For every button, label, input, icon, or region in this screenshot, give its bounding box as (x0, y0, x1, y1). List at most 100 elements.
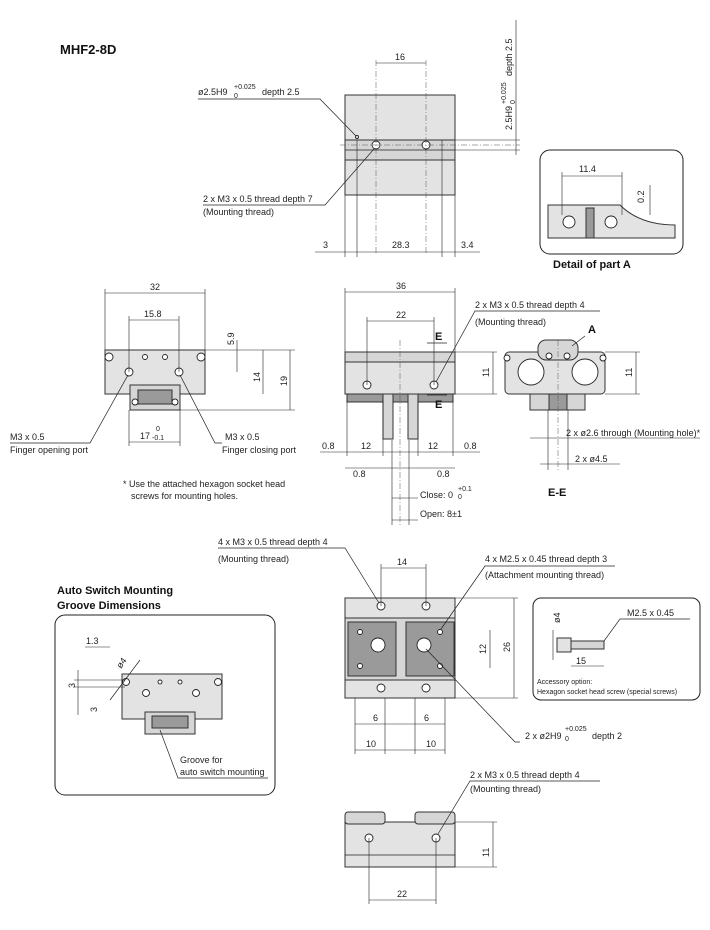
dim-plan-12: 12 (478, 644, 488, 654)
side-jaw-hole-right (171, 398, 179, 406)
front-finger-left (382, 393, 394, 440)
ee-small-right (563, 352, 571, 360)
bottom-body (344, 821, 456, 868)
groove-hole-3 (157, 679, 163, 685)
dim-top-3-4: 3.4 (461, 240, 474, 250)
callout-finger-open-2: Finger opening port (10, 445, 89, 455)
callout-plan-pin-tol-up: +0.025 (565, 726, 587, 733)
dim-plan-6a: 6 (373, 713, 378, 723)
screw-shank (570, 640, 605, 650)
leader-pin-hole (198, 98, 357, 137)
dim-side-17: 17 (140, 431, 150, 441)
callout-vertical-hole: 2.5H9 (504, 106, 514, 130)
dim-groove-d4: ø4 (114, 656, 128, 670)
bottom-view: 22 11 2 x M3 x 0.5 thread depth 4 (Mount… (344, 770, 600, 904)
side-view-slot (137, 389, 173, 405)
callout-plan-pin-depth: depth 2 (592, 731, 622, 741)
dim-acc-15: 15 (576, 656, 586, 666)
top-view: 16 3 28.3 3.4 ø2.5H9 +0.025 0 depth 2.5 … (198, 20, 520, 257)
callout-finger-close-2: Finger closing port (222, 445, 297, 455)
section-title-1: Auto Switch Mounting (57, 585, 173, 597)
section-ee: 11 A 2 x ø2.6 through (Mounting hole)* 2… (503, 324, 701, 499)
groove-hole-1 (142, 689, 150, 697)
dim-side-32: 32 (150, 282, 160, 292)
dim-detail-0-2: 0.2 (636, 190, 646, 203)
dim-front-11: 11 (481, 368, 491, 377)
dim-front-0-8c: 0.8 (353, 469, 366, 479)
dim-groove-1-3: 1.3 (86, 636, 99, 646)
dim-plan-26-wrap: 26 (502, 642, 512, 652)
callout-plan-thread-note: (Mounting thread) (218, 554, 289, 564)
dim-detail-11-4: 11.4 (579, 164, 596, 174)
callout-plan-pin: 2 x ø2H9 (525, 731, 562, 741)
callout-finger-close-1: M3 x 0.5 (225, 432, 260, 442)
dim-close-tol-up: +0.1 (458, 486, 472, 493)
callout-vertical-depth: 2.5H9 +0.025 0 depth 2.5 (501, 38, 517, 130)
callout-mount-thread: 2 x M3 x 0.5 thread depth 7 (203, 194, 313, 204)
dim-front-0-8d: 0.8 (437, 469, 450, 479)
callout-bottom-thread: 2 x M3 x 0.5 thread depth 4 (470, 770, 580, 780)
ee-cylinder-right (571, 358, 599, 386)
groove-section: Auto Switch Mounting Groove Dimensions 1… (54, 585, 276, 796)
dim-front-22: 22 (396, 310, 406, 320)
dim-front-12a: 12 (361, 441, 371, 451)
dim-groove-d4-wrap: ø4 (114, 656, 128, 670)
leader-plan-attach (440, 565, 615, 630)
section-mark-bottom: E (435, 399, 442, 411)
dim-groove-3b-wrap: 3 (89, 707, 99, 712)
callout-vertical-tol-up: +0.025 (501, 82, 508, 104)
dim-plan-14: 14 (397, 557, 407, 567)
side-small-hole-2 (162, 354, 168, 360)
callout-through-hole: 2 x ø2.6 through (Mounting hole)* (566, 428, 701, 438)
leader-groove (159, 729, 268, 779)
dim-side-19-wrap: 19 (279, 376, 289, 386)
dim-side-5-9: 5.9 (226, 332, 236, 345)
dim-ee-11: 11 (624, 368, 634, 377)
drawing-title: MHF2-8D (60, 42, 116, 57)
callout-bottom-thread-note: (Mounting thread) (470, 784, 541, 794)
plan-jaw-circle-right (416, 637, 432, 653)
dim-groove-3b: 3 (89, 707, 99, 712)
groove-hole-2 (192, 689, 200, 697)
groove-label-1: Groove for (180, 755, 223, 765)
dim-side-14: 14 (252, 372, 262, 382)
leader-mount-thread (203, 148, 375, 206)
screw-head (556, 637, 572, 653)
dim-plan-10a: 10 (366, 739, 376, 749)
accessory-box: 15 ø4 M2.5 x 0.45 Accessory option: Hexa… (532, 597, 701, 701)
dim-front-0-8a: 0.8 (322, 441, 335, 451)
plan-hole-br (421, 683, 431, 693)
dim-front-0-8b: 0.8 (464, 441, 477, 451)
dim-side-17-tol-low: -0.1 (152, 435, 164, 442)
accessory-line-1: Accessory option: (537, 679, 592, 686)
callout-finger-open-1: M3 x 0.5 (10, 432, 45, 442)
dim-plan-12-wrap: 12 (478, 644, 488, 654)
dim-front-11-wrap: 11 (481, 368, 491, 377)
dim-bottom-22: 22 (397, 889, 407, 899)
callout-accessory-thread: M2.5 x 0.45 (627, 608, 674, 618)
side-small-hole-1 (142, 354, 148, 360)
dim-open: Open: 8±1 (420, 509, 462, 519)
dim-groove-3a: 3 (67, 683, 77, 688)
callout-pin-hole-depth: depth 2.5 (262, 87, 300, 97)
detail-a-finger (585, 207, 595, 239)
dim-close-tol-low: 0 (458, 494, 462, 501)
section-mark-top: E (435, 331, 442, 343)
dim-side-14-wrap: 14 (252, 372, 262, 382)
detail-a: 11.4 0.2 Detail of part A (539, 149, 684, 271)
dim-bottom-11-wrap: 11 (481, 848, 491, 857)
front-finger-right (407, 393, 419, 440)
leader-front-thread (435, 310, 600, 383)
groove-label-2: auto switch mounting (180, 767, 265, 777)
ee-port-left (503, 354, 511, 362)
leader-plan-thread (218, 547, 380, 604)
dim-acc-d4-wrap: ø4 (552, 612, 562, 623)
leader-finger-close (179, 374, 222, 444)
plan-attach-3 (437, 629, 443, 635)
callout-pin-hole-tol-up: +0.025 (234, 84, 256, 91)
front-view: 36 22 11 E E 0.8 12 12 0.8 0.8 0.8 Close… (320, 281, 600, 525)
note-line-1: * Use the attached hexagon socket head (123, 479, 285, 489)
accessory-frame (532, 597, 701, 701)
